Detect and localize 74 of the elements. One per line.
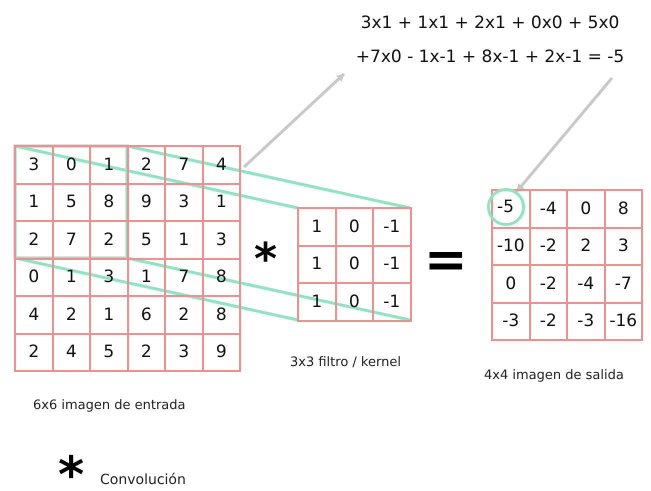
matrix-cell: 2 [567,228,604,265]
matrix-cell: 8 [604,190,642,228]
matrix-cell: 4 [15,296,52,334]
matrix-caption: 6x6 imagen de entrada [33,398,186,413]
matrix-cell: -2 [530,302,567,340]
matrix-cell: -1 [373,208,410,246]
legend-text: Convolución [100,472,186,488]
matrix-cell: 2 [165,296,202,334]
matrix-cell: 5 [90,334,128,371]
matrix-cell: 0 [15,258,52,296]
matrix-cell: 3 [165,184,202,221]
matrix-cell: 1 [90,146,128,184]
matrix-cell: 9 [128,184,165,221]
input-matrix [14,145,241,372]
operator-symbol: * [58,450,84,491]
matrix-caption: 3x3 filtro / kernel [290,355,401,370]
equation-line: 3x1 + 1x1 + 2x1 + 0x0 + 5x0 [360,12,620,35]
matrix-cell: -16 [604,302,642,340]
matrix-cell: 2 [128,146,165,184]
matrix-cell: -4 [530,190,567,228]
matrix-cell: 7 [165,146,202,184]
kernel-matrix [297,207,412,322]
matrix-cell: 1 [52,258,90,296]
operator-symbol: * [254,238,278,282]
matrix-cell: -3 [567,302,604,340]
matrix-cell: 1 [298,246,336,283]
matrix-cell: 0 [336,246,373,283]
matrix-cell: 2 [52,296,90,334]
matrix-cell: 2 [15,221,52,258]
matrix-cell: -2 [530,265,567,302]
matrix-caption: 4x4 imagen de salida [484,368,624,383]
matrix-cell: 0 [52,146,90,184]
matrix-cell: -1 [373,283,410,320]
matrix-cell: -1 [373,246,410,283]
matrix-cell: 1 [298,283,336,320]
matrix-cell: 0 [336,208,373,246]
matrix-cell: 2 [128,334,165,371]
matrix-cell: 1 [15,184,52,221]
matrix-cell: 3 [165,334,202,371]
matrix-cell: 3 [202,221,240,258]
matrix-cell: 8 [202,296,240,334]
matrix-cell: 1 [165,221,202,258]
matrix-cell: 0 [567,190,604,228]
matrix-cell: 5 [128,221,165,258]
arrow [516,77,614,192]
matrix-cell: 3 [15,146,52,184]
matrix-cell: 4 [202,146,240,184]
matrix-cell: 5 [52,184,90,221]
matrix-cell: 2 [90,221,128,258]
matrix-cell: -7 [604,265,642,302]
matrix-cell: 1 [90,296,128,334]
matrix-cell: 3 [90,258,128,296]
matrix-cell: 1 [298,208,336,246]
matrix-cell: 3 [604,228,642,265]
matrix-cell: -2 [530,228,567,265]
matrix-cell: -3 [492,302,530,340]
matrix-cell: -4 [567,265,604,302]
matrix-cell: 7 [165,258,202,296]
highlight-circle: -5 [486,188,524,226]
equals-sign: = [424,234,468,286]
matrix-cell: 2 [15,334,52,371]
matrix-cell: 4 [52,334,90,371]
matrix-cell: -10 [492,228,530,265]
matrix-cell: 1 [128,258,165,296]
matrix-cell: 8 [90,184,128,221]
matrix-cell: 0 [336,283,373,320]
matrix-cell: 1 [202,184,240,221]
matrix-cell: 6 [128,296,165,334]
matrix-cell: 8 [202,258,240,296]
equation-line: +7x0 - 1x-1 + 8x-1 + 2x-1 = -5 [354,46,626,69]
matrix-cell: 0 [492,265,530,302]
matrix-cell: 7 [52,221,90,258]
arrow [242,72,346,168]
matrix-cell: 9 [202,334,240,371]
